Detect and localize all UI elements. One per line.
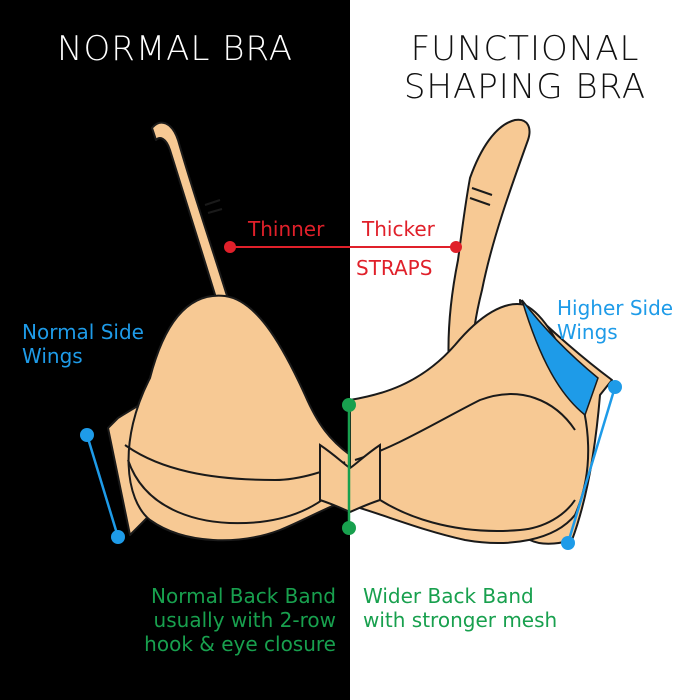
normal-back-band-line3: hook & eye closure (144, 632, 336, 656)
shaping-bra-cup-seam (354, 393, 576, 461)
back-band-marker-top (342, 398, 356, 412)
higher-side-wings-line1: Higher Side (557, 296, 674, 320)
normal-side-wings-label: Normal Side Wings (22, 320, 144, 368)
thicker-strap-marker (450, 241, 462, 253)
back-band-marker-bottom (342, 521, 356, 535)
shaping-bra-title-line1: FUNCTIONAL (410, 29, 640, 69)
normal-side-wings-line2: Wings (22, 344, 83, 368)
normal-bra-underwire (127, 459, 346, 525)
normal-side-wing-marker-top (80, 428, 94, 442)
wider-back-band-line1: Wider Back Band (363, 584, 534, 608)
higher-side-wings-label: Higher Side Wings (557, 296, 673, 344)
normal-bra-title: NORMAL BRA (57, 29, 293, 69)
higher-side-wing-marker-bottom (561, 536, 575, 550)
shaping-bra-title-line2: SHAPING BRA (403, 67, 647, 107)
higher-side-wing-marker-top (608, 380, 622, 394)
shaping-bra-title: FUNCTIONAL SHAPING BRA (350, 30, 700, 106)
normal-side-wing-line (85, 434, 120, 538)
normal-bra-strap-slider (204, 199, 223, 214)
normal-back-band-label: Normal Back Band usually with 2-row hook… (100, 584, 336, 656)
higher-side-wing-line (566, 386, 617, 544)
straps-label: STRAPS (356, 256, 433, 280)
shaping-bra-strap (447, 118, 531, 381)
higher-side-wings-line2: Wings (557, 320, 618, 344)
shaping-bra (349, 118, 613, 545)
wider-back-band-label: Wider Back Band with stronger mesh (363, 584, 557, 632)
normal-back-band-line1: Normal Back Band (151, 584, 336, 608)
thicker-label: Thicker (362, 217, 435, 241)
normal-bra (107, 121, 351, 542)
normal-side-wing-marker-bottom (111, 530, 125, 544)
higher-side-wing-highlight (521, 299, 599, 417)
shaping-bra-underwire (359, 484, 576, 532)
normal-side-wings-line1: Normal Side (22, 320, 144, 344)
normal-back-band-line2: usually with 2-row (153, 608, 336, 632)
thinner-label: Thinner (248, 217, 325, 241)
wider-back-band-line2: with stronger mesh (363, 608, 558, 632)
shaping-bra-strap-slider (469, 187, 493, 206)
thinner-strap-marker (224, 241, 236, 253)
